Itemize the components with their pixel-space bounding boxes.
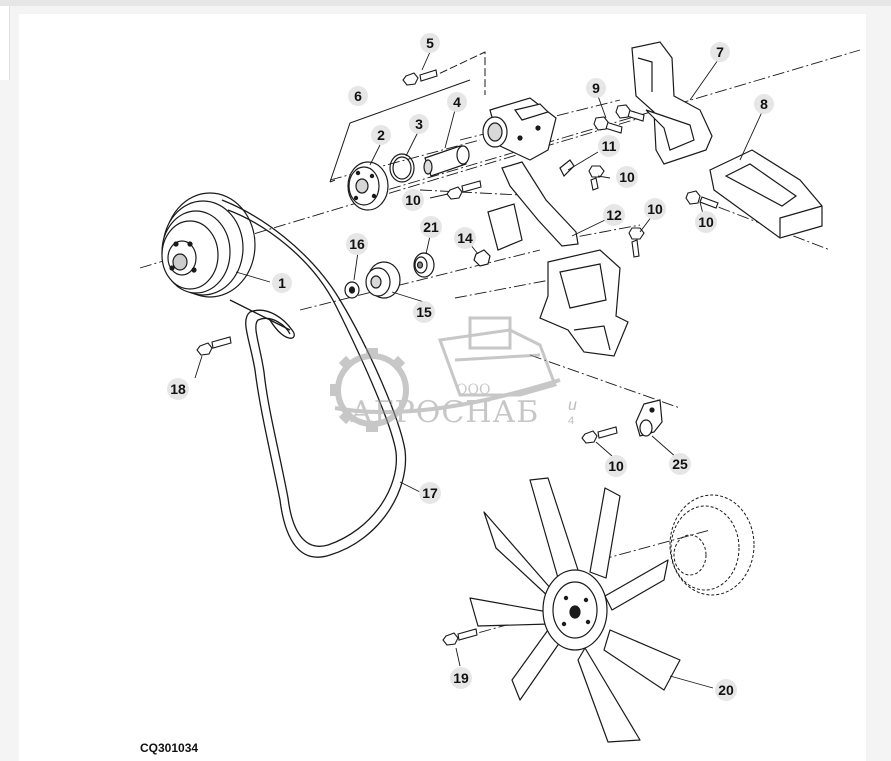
pulley-assembly (161, 192, 256, 298)
svg-text:6: 6 (354, 88, 362, 104)
callout-16: 16 (346, 233, 368, 255)
leader-lines (194, 51, 763, 689)
callout-5: 5 (420, 33, 440, 53)
callout-21: 21 (420, 216, 442, 238)
bearing-21 (413, 252, 435, 278)
diagram-canvas (19, 14, 866, 761)
top-bar (0, 0, 891, 6)
callout-10-e: 10 (605, 455, 627, 477)
side-mark-4: 4 (568, 415, 574, 427)
callout-17: 17 (419, 482, 441, 504)
drive-belt (221, 199, 407, 558)
callout-25: 25 (669, 453, 691, 475)
callout-8: 8 (754, 94, 774, 114)
callout-11: 11 (598, 135, 620, 157)
svg-text:АГРОСНАБ: АГРОСНАБ (350, 395, 539, 430)
callout-3: 3 (409, 114, 429, 134)
clip-25 (635, 399, 663, 437)
group-5-bracket (429, 51, 486, 95)
svg-text:12: 12 (606, 207, 622, 223)
fan-20 (469, 477, 681, 743)
watermark-swoosh (334, 378, 561, 415)
callout-badges: 1 2 3 4 5 6 7 8 9 10 10 10 10 10 11 12 1… (167, 33, 774, 701)
svg-text:10: 10 (619, 169, 635, 185)
svg-text:10: 10 (405, 192, 421, 208)
center-bracket (539, 249, 629, 357)
svg-text:14: 14 (457, 230, 473, 246)
svg-text:25: 25 (672, 456, 688, 472)
idler-housing (482, 97, 557, 161)
callout-9: 9 (586, 78, 606, 98)
svg-text:ООО: ООО (456, 382, 490, 398)
callout-10-a: 10 (402, 189, 424, 211)
svg-text:7: 7 (716, 44, 724, 60)
shaft (423, 145, 470, 177)
svg-text:19: 19 (453, 670, 469, 686)
callout-4: 4 (447, 92, 467, 112)
svg-text:10: 10 (608, 458, 624, 474)
svg-text:10: 10 (647, 201, 663, 217)
snap-ring (389, 153, 415, 183)
group-6-bracket (329, 79, 471, 183)
callout-18: 18 (167, 378, 189, 400)
callout-1: 1 (272, 273, 292, 293)
bolts-10 (446, 165, 719, 444)
svg-text:11: 11 (602, 138, 617, 154)
callout-7: 7 (710, 42, 730, 62)
callout-10-b: 10 (616, 166, 638, 188)
svg-text:21: 21 (423, 219, 439, 235)
side-strip (0, 6, 10, 80)
hub (347, 161, 389, 211)
bolt-5 (402, 69, 438, 86)
callout-15: 15 (413, 301, 435, 323)
svg-text:15: 15 (416, 304, 432, 320)
watermark: ООО АГРОСНАБ u 4 (330, 316, 577, 432)
callout-10-c: 10 (644, 198, 666, 220)
idler-pulley-15 (365, 261, 401, 299)
bolt-18 (196, 336, 232, 356)
svg-text:18: 18 (170, 381, 186, 397)
svg-text:4: 4 (453, 94, 461, 110)
callout-10-d: 10 (695, 211, 717, 233)
svg-text:3: 3 (415, 116, 423, 132)
mount-bracket-7 (631, 41, 713, 165)
gear-teeth-icon (330, 348, 406, 432)
fan-clutch (669, 494, 755, 596)
diagram-caption: CQ301034 (140, 741, 199, 755)
svg-text:20: 20 (718, 682, 734, 698)
tractor-icon (437, 316, 557, 397)
svg-text:17: 17 (422, 485, 438, 501)
svg-text:5: 5 (426, 35, 434, 51)
bolt-9 (593, 104, 645, 134)
callout-20: 20 (715, 679, 737, 701)
svg-text:10: 10 (698, 214, 714, 230)
callout-12: 12 (603, 204, 625, 226)
svg-text:8: 8 (760, 96, 768, 112)
callout-2: 2 (371, 125, 391, 145)
svg-text:9: 9 (592, 80, 600, 96)
callout-6: 6 (348, 86, 368, 106)
svg-text:16: 16 (349, 236, 365, 252)
svg-text:2: 2 (377, 127, 385, 143)
callout-14: 14 (454, 227, 476, 249)
mount-bracket-8 (709, 149, 823, 239)
side-mark-u: u (568, 397, 577, 414)
washer-16 (344, 281, 360, 299)
svg-text:1: 1 (278, 275, 286, 291)
callout-19: 19 (450, 667, 472, 689)
bolt-19 (442, 628, 478, 646)
